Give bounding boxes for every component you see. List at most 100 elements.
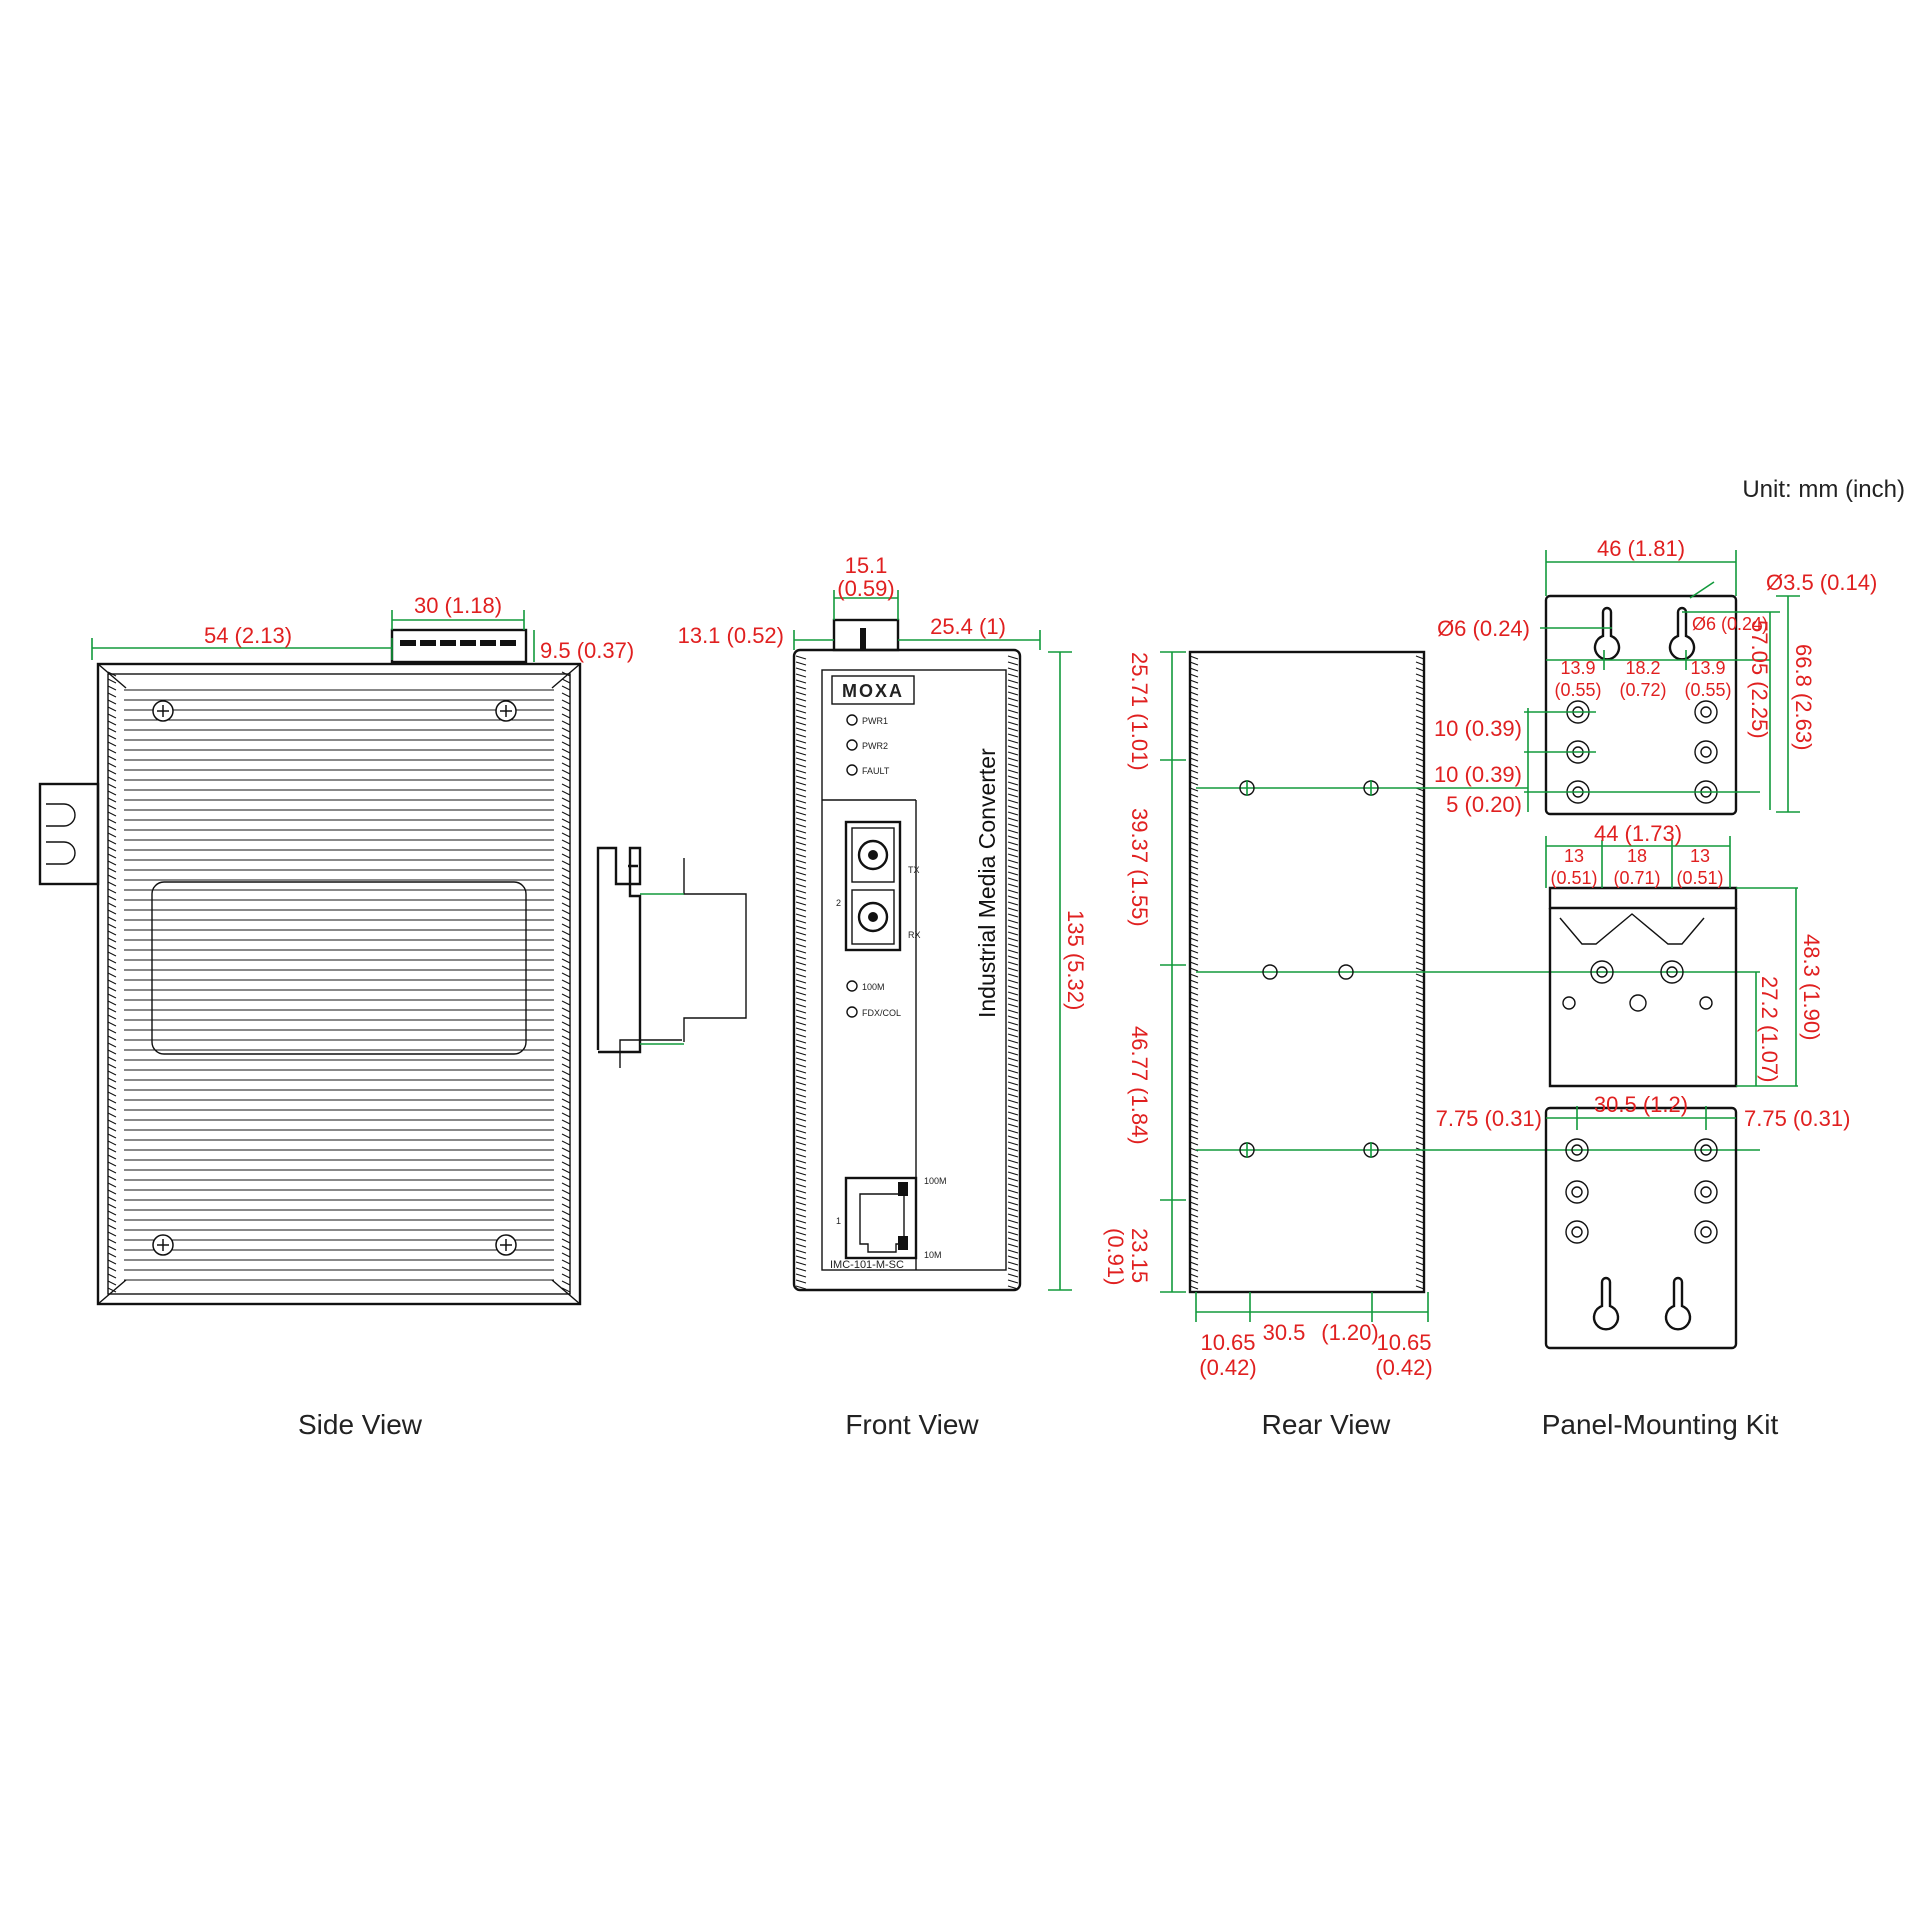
dim-v3: 5 (0.20) bbox=[1446, 792, 1522, 817]
screw-icon bbox=[495, 700, 517, 722]
mount-hole bbox=[1363, 1142, 1379, 1158]
dim-rear-b2a: 30.5 bbox=[1263, 1320, 1306, 1345]
dim-m3b: (0.51) bbox=[1676, 868, 1723, 888]
dim-rear-4b: (0.91) bbox=[1103, 1228, 1128, 1285]
dim-s2a: 18.2 bbox=[1625, 658, 1660, 678]
dim-rear-b2b: (1.20) bbox=[1321, 1320, 1378, 1345]
brand-logo: MOXA bbox=[842, 681, 904, 701]
mount-hole bbox=[1590, 960, 1614, 984]
unit-label: Unit: mm (inch) bbox=[1742, 476, 1905, 503]
rj45-port bbox=[844, 1176, 918, 1260]
led-indicator: PWR1 bbox=[846, 714, 888, 726]
side-view: 54 (2.13) 30 (1.18) 9.5 (0.37) bbox=[38, 593, 747, 1306]
dim-rear-b1b: (0.42) bbox=[1199, 1355, 1256, 1380]
dim-m1b: (0.51) bbox=[1550, 868, 1597, 888]
svg-text:PWR1: PWR1 bbox=[862, 716, 888, 726]
mount-hole bbox=[1660, 960, 1684, 984]
dim-left-offset: 13.1 (0.52) bbox=[678, 623, 784, 648]
dim-rear-b3b: (0.42) bbox=[1375, 1355, 1432, 1380]
mount-hole bbox=[1694, 1180, 1718, 1204]
svg-text:PWR2: PWR2 bbox=[862, 741, 888, 751]
dim-s2b: (0.72) bbox=[1619, 680, 1666, 700]
dim-rear-1: 25.71 (1.01) bbox=[1127, 652, 1152, 771]
sc-fiber-port bbox=[844, 820, 902, 952]
screw-icon bbox=[152, 1234, 174, 1256]
svg-text:1: 1 bbox=[836, 1216, 841, 1226]
caption-panel-mounting-kit: Panel-Mounting Kit bbox=[1542, 1409, 1779, 1440]
caption-rear-view: Rear View bbox=[1262, 1409, 1391, 1440]
dim-rear-b1a: 10.65 bbox=[1200, 1330, 1255, 1355]
dim-s1b: (0.55) bbox=[1554, 680, 1601, 700]
front-body bbox=[792, 648, 1022, 1292]
svg-text:100M: 100M bbox=[924, 1176, 947, 1186]
dim-27-2: 27.2 (1.07) bbox=[1757, 976, 1782, 1082]
svg-text:100M: 100M bbox=[862, 982, 885, 992]
side-body bbox=[96, 662, 582, 1306]
dim-top-width: 46 (1.81) bbox=[1597, 536, 1685, 561]
mount-hole bbox=[1694, 700, 1718, 724]
dim-s3a: 13.9 bbox=[1690, 658, 1725, 678]
mount-hole bbox=[1239, 780, 1255, 796]
dim-v1: 10 (0.39) bbox=[1434, 716, 1522, 741]
keyhole-slot bbox=[1593, 606, 1621, 661]
side-label-window bbox=[151, 881, 527, 1055]
dim-low-mid: 30.5 (1.2) bbox=[1594, 1092, 1688, 1117]
dim-connector-height: 9.5 (0.37) bbox=[540, 638, 634, 663]
mount-hole bbox=[1565, 1180, 1589, 1204]
dim-57-05: 57.05 (2.25) bbox=[1747, 620, 1772, 739]
caption-front-view: Front View bbox=[845, 1409, 979, 1440]
led-indicator: FDX/COL bbox=[846, 1006, 901, 1018]
screw-icon bbox=[152, 700, 174, 722]
mount-hole bbox=[1699, 996, 1713, 1010]
din-bracket-body bbox=[1548, 908, 1738, 1088]
mount-hole bbox=[1629, 994, 1647, 1012]
fiber-connector bbox=[38, 782, 100, 886]
led-indicator: FAULT bbox=[846, 764, 890, 776]
mount-hole bbox=[1262, 964, 1278, 980]
dim-rear-4a: 23.15 bbox=[1127, 1228, 1152, 1283]
mount-hole bbox=[1694, 1220, 1718, 1244]
svg-text:10M: 10M bbox=[924, 1250, 942, 1260]
keyhole-slot bbox=[1664, 1276, 1692, 1331]
mount-hole bbox=[1694, 740, 1718, 764]
dim-low-left: 7.75 (0.31) bbox=[1436, 1106, 1542, 1131]
model-label: IMC-101-M-SC bbox=[830, 1259, 904, 1271]
din-rail-clip bbox=[596, 846, 642, 1054]
screw-icon bbox=[495, 1234, 517, 1256]
svg-text:FAULT: FAULT bbox=[862, 766, 890, 776]
dim-hole-6-right: Ø6 (0.24) bbox=[1692, 614, 1768, 634]
mount-hole bbox=[1565, 1138, 1589, 1162]
svg-text:RX: RX bbox=[908, 930, 921, 940]
caption-side-view: Side View bbox=[298, 1409, 423, 1440]
mount-plate-top bbox=[1544, 594, 1738, 816]
dim-front-height: 135 (5.32) bbox=[1063, 910, 1088, 1010]
dim-hole-6-left: Ø6 (0.24) bbox=[1437, 616, 1530, 641]
svg-text:FDX/COL: FDX/COL bbox=[862, 1008, 901, 1018]
mount-hole bbox=[1694, 1138, 1718, 1162]
led-indicator: PWR2 bbox=[846, 739, 888, 751]
dim-m3a: 13 bbox=[1690, 846, 1710, 866]
dim-v2: 10 (0.39) bbox=[1434, 762, 1522, 787]
svg-text:2: 2 bbox=[836, 898, 841, 908]
keyhole-slot bbox=[1592, 1276, 1620, 1331]
dim-s3b: (0.55) bbox=[1684, 680, 1731, 700]
dim-hole-35: Ø3.5 (0.14) bbox=[1766, 570, 1877, 595]
dim-rear-2: 39.37 (1.55) bbox=[1127, 808, 1152, 927]
led-indicator: 100M bbox=[846, 980, 885, 992]
dim-rear-3: 46.77 (1.84) bbox=[1127, 1026, 1152, 1145]
dim-connector-w1: 15.1 bbox=[845, 553, 888, 578]
dim-66-8: 66.8 (2.63) bbox=[1791, 644, 1816, 750]
keyhole-slot bbox=[1668, 606, 1696, 661]
rear-view: 25.71 (1.01) 39.37 (1.55) 46.77 (1.84) 2… bbox=[1103, 650, 1760, 1380]
svg-text:TX: TX bbox=[908, 865, 920, 875]
mount-hole bbox=[1562, 996, 1576, 1010]
dim-m2b: (0.71) bbox=[1613, 868, 1660, 888]
mount-hole bbox=[1565, 1220, 1589, 1244]
dim-mid-width: 44 (1.73) bbox=[1594, 821, 1682, 846]
dim-m2a: 18 bbox=[1627, 846, 1647, 866]
dim-connector-w2: (0.59) bbox=[837, 576, 894, 601]
din-bracket-top bbox=[1548, 886, 1738, 910]
cooling-fins bbox=[107, 671, 571, 1293]
product-title: Industrial Media Converter bbox=[974, 748, 1000, 1018]
